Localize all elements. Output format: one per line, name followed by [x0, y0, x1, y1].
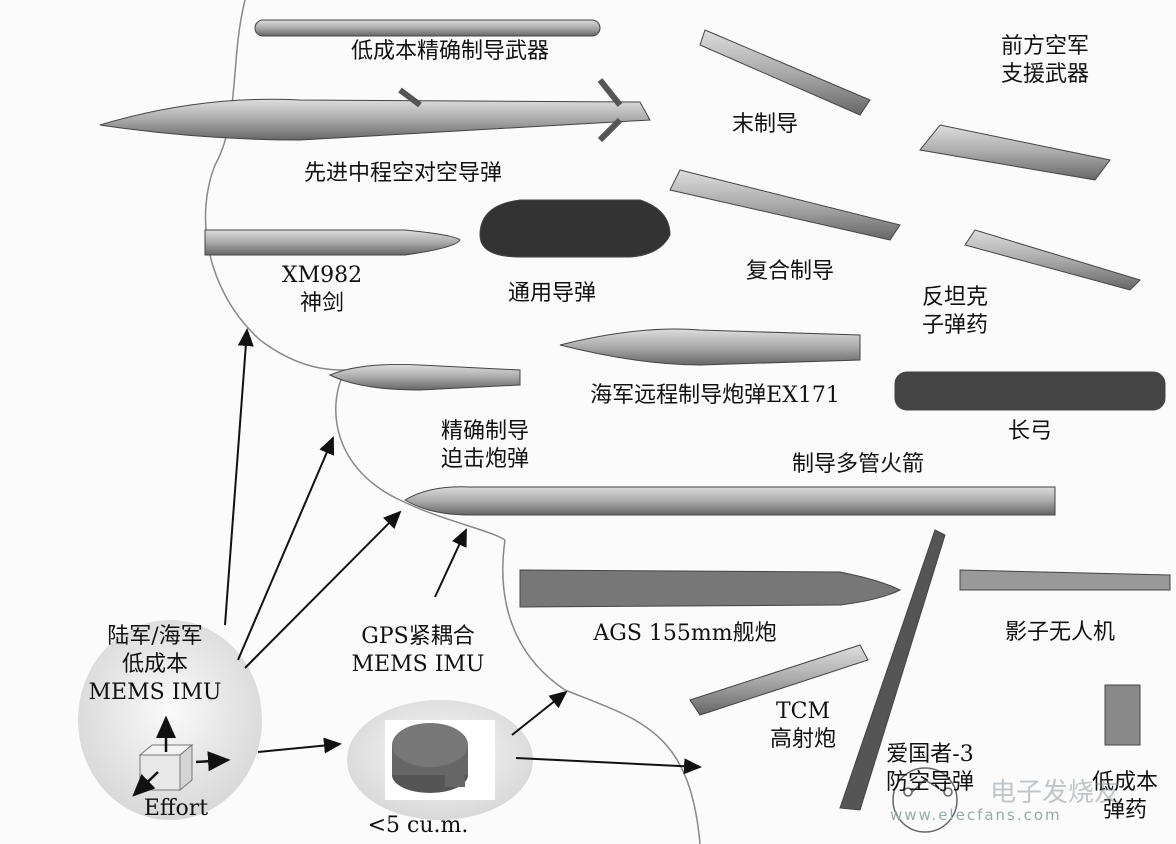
label-terminal-guidance: 末制导 [731, 112, 799, 137]
label-shadow-uav: 影子无人机 [1004, 620, 1116, 645]
label-line: 子弹药 [921, 313, 989, 338]
label-mortar: 精确制导迫击炮弹 [441, 418, 529, 474]
label-xm982: XM982 神剑 [282, 262, 362, 318]
label-line: 陆军/海军 [107, 624, 203, 649]
label-gps-imu: GPS紧耦合 MEMS IMU [352, 623, 485, 679]
label-lowcost-ammo: 低成本弹药 [1092, 769, 1158, 825]
label-forward-af: 前方空军支援武器 [1001, 33, 1089, 89]
label-line: 防空导弹 [885, 770, 975, 795]
label-line: 精确制导 [440, 419, 530, 444]
watermark-url: www.elecfans.com [890, 806, 1062, 824]
label-composite-guidance: 复合制导 [745, 259, 835, 284]
antitank-munition [964, 229, 1141, 291]
longbow-missile [894, 371, 1166, 411]
xm982 [204, 229, 461, 256]
label-line: 反坦克 [921, 285, 989, 310]
lowcost-ammo [1104, 684, 1141, 746]
amraam-missile [99, 98, 651, 141]
terminal-guidance-munition [699, 29, 871, 116]
label-line: 支援武器 [1000, 62, 1090, 87]
label-line: 前方空军 [1000, 34, 1090, 59]
label-line: 低成本 [1091, 770, 1159, 795]
label-line: 爱国者-3 [886, 742, 974, 767]
shadow-uav [959, 569, 1171, 591]
watermark-logo [892, 767, 958, 833]
label-tcm: TCM 高射炮 [770, 698, 836, 754]
label-line: 低成本 [121, 652, 188, 677]
common-missile [479, 199, 671, 258]
label-ags: AGS 155mm舰炮 [593, 621, 777, 646]
label-line: GPS紧耦合 [361, 624, 475, 649]
label-line: 弹药 [1102, 798, 1148, 823]
watermark-brand: 电子发烧友 [990, 778, 1121, 808]
axis-arrows [132, 715, 231, 797]
label-mlrs: 制导多管火箭 [791, 452, 925, 477]
imu-cube-icon [138, 743, 194, 792]
ags-shell [519, 569, 902, 608]
imu-puck-icon [385, 720, 495, 800]
ex171-shell [559, 328, 861, 366]
label-common-missile: 通用导弹 [507, 281, 597, 306]
patriot-missile [839, 529, 946, 811]
label-low-cost-precision: 低成本精确制导武器 [350, 39, 550, 64]
label-line: 迫击炮弹 [440, 447, 530, 472]
munitions [99, 19, 1171, 811]
label-patriot: 爱国者-3 防空导弹 [886, 741, 974, 797]
mlrs-rocket [404, 486, 1056, 516]
tcm-shell [689, 644, 869, 716]
cloud-outlines [204, 0, 701, 844]
label-line: 高射炮 [769, 727, 837, 752]
forward-af-weapon [919, 124, 1111, 181]
label-army-navy-imu: 陆军/海军低成本 MEMS IMU [89, 623, 222, 707]
label-line: MEMS IMU [88, 680, 222, 705]
label-line: TCM [775, 699, 831, 724]
label-antitank: 反坦克子弹药 [922, 284, 988, 340]
mortar-round [328, 363, 521, 391]
composite-guidance-munition [669, 169, 901, 241]
label-line: 神剑 [299, 291, 344, 316]
label-effort: Effort [143, 796, 209, 821]
label-volume: <5 cu.m. [367, 813, 469, 838]
label-amraam: 先进中程空对空导弹 [303, 161, 503, 186]
label-line: MEMS IMU [351, 652, 485, 677]
label-ex171: 海军远程制导炮弹EX171 [590, 383, 840, 408]
low-cost-weapon [254, 19, 601, 37]
label-line: XM982 [281, 263, 363, 288]
flow-arrows [224, 328, 702, 775]
label-longbow: 长弓 [1007, 419, 1053, 444]
